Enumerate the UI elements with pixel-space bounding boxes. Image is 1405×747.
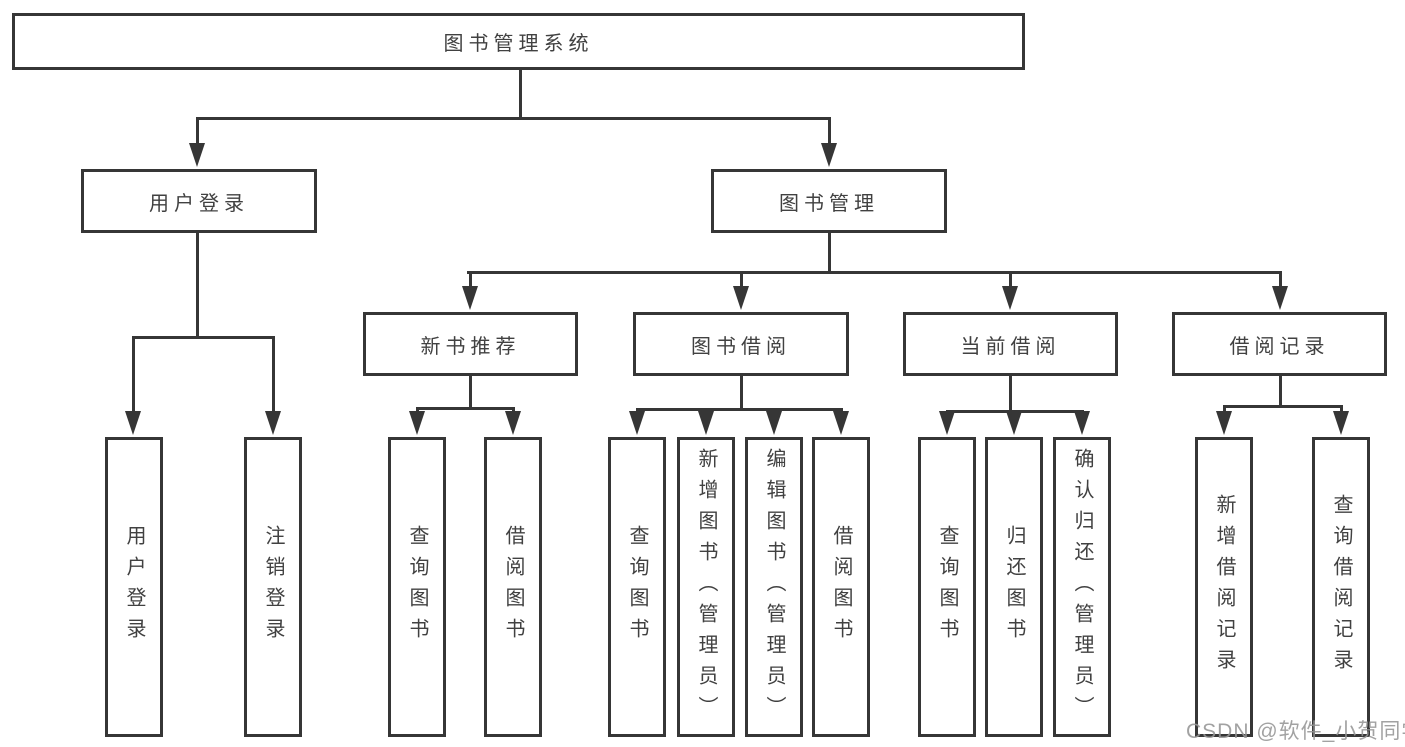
node-book-management: 图书管理 [711, 169, 947, 233]
arrow-down-icon [462, 286, 478, 310]
leaf-user-login: 用户登录 [105, 437, 163, 737]
leaf-edit-books-admin-label: 编辑图书（管理员） [763, 447, 785, 727]
connector-line [827, 120, 831, 145]
leaf-add-books-admin-label: 新增图书（管理员） [695, 447, 717, 727]
leaf-add-borrow-record-label: 新增借阅记录 [1213, 494, 1235, 680]
connector-line [1339, 407, 1343, 413]
connector-line [1008, 376, 1012, 413]
connector-line [195, 117, 831, 120]
node-user-login: 用户登录 [81, 169, 317, 233]
leaf-add-books-admin: 新增图书（管理员） [677, 437, 735, 737]
leaf-query-books-current-label: 查询图书 [936, 525, 958, 649]
leaf-add-borrow-record: 新增借阅记录 [1195, 437, 1253, 737]
leaf-query-borrow-record-label: 查询借阅记录 [1330, 494, 1352, 680]
arrow-down-icon [629, 411, 645, 435]
watermark-text: CSDN @软件_小贺同学 [1186, 720, 1405, 743]
arrow-down-icon [1002, 286, 1018, 310]
arrow-down-icon [733, 286, 749, 310]
leaf-query-books-borrowing: 查询图书 [608, 437, 666, 737]
connector-line [131, 338, 135, 413]
connector-line [739, 274, 743, 288]
node-user-login-label: 用户登录 [149, 192, 249, 215]
leaf-borrow-books-borrowing: 借阅图书 [812, 437, 870, 737]
connector-line [635, 407, 843, 411]
leaf-borrow-books-borrowing-label: 借阅图书 [830, 525, 852, 649]
leaf-confirm-return-admin: 确认归还（管理员） [1053, 437, 1111, 737]
connector-line [1222, 407, 1226, 413]
connector-line [271, 338, 275, 413]
arrow-down-icon [1216, 411, 1232, 435]
node-new-book-recommendation-label: 新书推荐 [420, 335, 521, 358]
leaf-query-books-borrowing-label: 查询图书 [626, 525, 648, 649]
node-system-root-label: 图书管理系统 [443, 33, 594, 55]
connector-line [466, 271, 1282, 274]
node-book-management-label: 图书管理 [779, 192, 879, 215]
leaf-logout-label: 注销登录 [262, 525, 284, 649]
connector-line [415, 406, 515, 410]
arrow-down-icon [939, 411, 955, 435]
arrow-down-icon [1074, 411, 1090, 435]
node-borrowing-records-label: 借阅记录 [1229, 335, 1330, 358]
connector-line [1008, 274, 1012, 288]
arrow-down-icon [833, 411, 849, 435]
arrow-down-icon [125, 411, 141, 435]
leaf-return-books-label: 归还图书 [1003, 525, 1025, 649]
leaf-query-borrow-record: 查询借阅记录 [1312, 437, 1370, 737]
node-book-borrowing-label: 图书借阅 [691, 335, 791, 358]
node-new-book-recommendation: 新书推荐 [363, 312, 578, 376]
arrow-down-icon [766, 411, 782, 435]
leaf-logout: 注销登录 [244, 437, 302, 737]
node-current-borrowing-label: 当前借阅 [960, 335, 1061, 358]
node-current-borrowing: 当前借阅 [903, 312, 1118, 376]
connector-line [195, 120, 199, 145]
node-borrowing-records: 借阅记录 [1172, 312, 1387, 376]
arrow-down-icon [698, 411, 714, 435]
leaf-confirm-return-admin-label: 确认归还（管理员） [1071, 447, 1093, 727]
arrow-down-icon [1006, 411, 1022, 435]
connector-line [518, 70, 522, 120]
connector-line [468, 274, 472, 288]
arrow-down-icon [821, 143, 837, 167]
arrow-down-icon [505, 411, 521, 435]
leaf-borrow-books-recommend-label: 借阅图书 [502, 525, 524, 649]
leaf-user-login-label: 用户登录 [123, 525, 145, 649]
arrow-down-icon [265, 411, 281, 435]
leaf-return-books: 归还图书 [985, 437, 1043, 737]
connector-line [739, 376, 743, 411]
connector-line [1278, 274, 1282, 288]
connector-line [195, 233, 199, 339]
leaf-query-books-recommend-label: 查询图书 [406, 525, 428, 649]
connector-line [468, 376, 472, 410]
leaf-query-books-recommend: 查询图书 [388, 437, 446, 737]
leaf-borrow-books-recommend: 借阅图书 [484, 437, 542, 737]
arrow-down-icon [1272, 286, 1288, 310]
arrow-down-icon [1333, 411, 1349, 435]
node-system-root: 图书管理系统 [12, 13, 1025, 70]
arrow-down-icon [409, 411, 425, 435]
connector-line [1222, 404, 1343, 408]
connector-line [827, 233, 831, 274]
leaf-query-books-current: 查询图书 [918, 437, 976, 737]
leaf-edit-books-admin: 编辑图书（管理员） [745, 437, 803, 737]
connector-line [131, 335, 275, 339]
connector-line [1278, 376, 1282, 408]
node-book-borrowing: 图书借阅 [633, 312, 849, 376]
arrow-down-icon [189, 143, 205, 167]
